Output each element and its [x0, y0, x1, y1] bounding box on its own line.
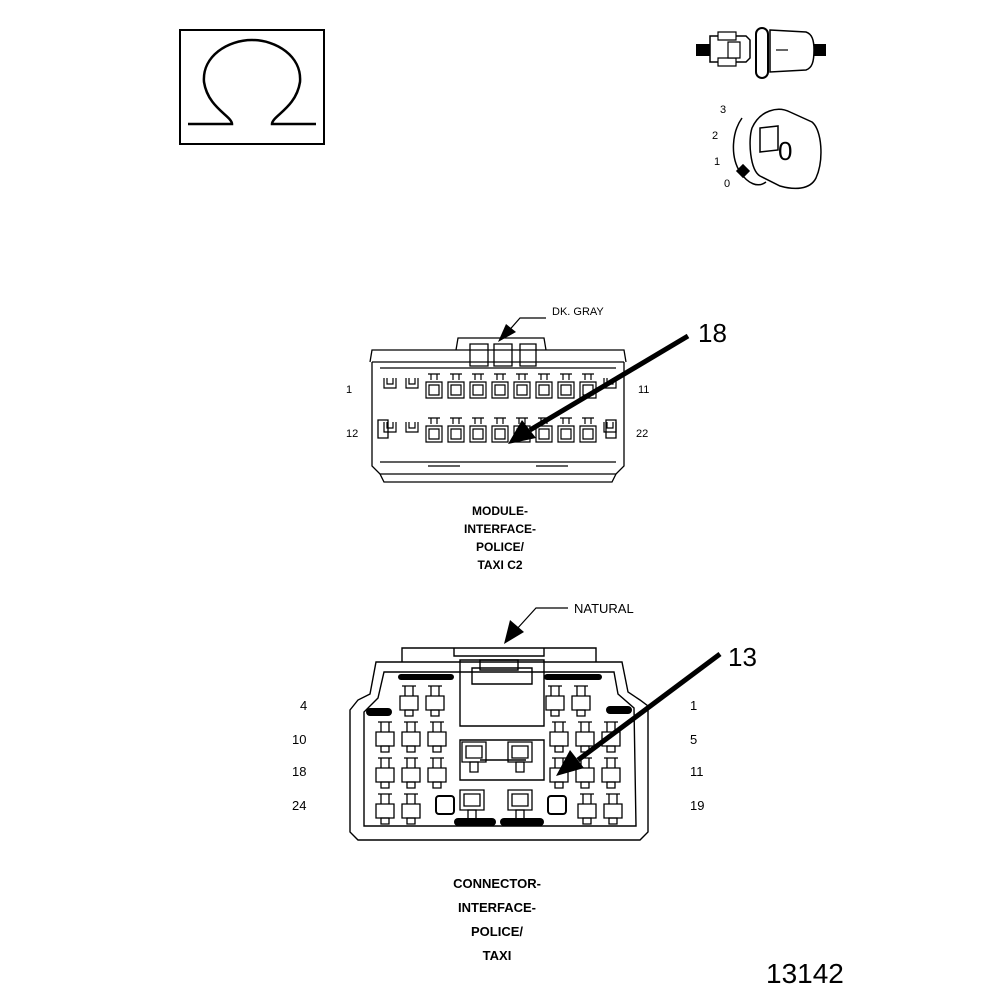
- c2-pin-label-22: 22: [636, 428, 649, 440]
- interface-pin-cavity: [400, 686, 418, 716]
- interface-center-cavity: [462, 742, 486, 772]
- interface-color-label: NATURAL: [574, 601, 634, 616]
- interface-pin-cavity: [550, 722, 568, 752]
- c2-pin-label-11: 11: [638, 384, 650, 396]
- c2-pin-cavity: [514, 374, 530, 398]
- interface-square-cavity: [548, 796, 566, 814]
- c2-caption-line: INTERFACE-: [464, 522, 536, 536]
- c2-pin-label-1: 1: [346, 384, 353, 396]
- interface-caption-line: INTERFACE-: [458, 900, 536, 915]
- key-position-1: 1: [714, 156, 721, 168]
- interface-caption-line: CONNECTOR-: [453, 876, 541, 891]
- interface-pin-cavity: [426, 686, 444, 716]
- c2-color-label: DK. GRAY: [552, 306, 604, 318]
- interface-callout-arrow: [556, 654, 720, 776]
- interface-pin-cavity: [402, 758, 420, 788]
- interface-row-label-right: 19: [690, 798, 705, 813]
- figure-number: 13142: [766, 958, 844, 989]
- c2-caption-line: MODULE-: [472, 504, 528, 518]
- interface-pin-cavity: [602, 758, 620, 788]
- interface-caption-line: TAXI: [482, 948, 512, 963]
- interface-row-label-right: 5: [690, 732, 698, 747]
- c2-pin-cavity: [492, 374, 508, 398]
- c2-caption-line: POLICE/: [475, 540, 524, 554]
- interface-pin-cavity: [546, 686, 564, 716]
- interface-center-cavity: [508, 790, 532, 820]
- interface-pin-cavity: [376, 722, 394, 752]
- interface-pin-cavity: [604, 794, 622, 824]
- interface-pin-cavity: [572, 686, 590, 716]
- c2-pin-cavities: [384, 374, 616, 442]
- key-label: 0: [778, 136, 793, 166]
- interface-row-label-left: 24: [292, 798, 307, 813]
- c2-pin-cavity: [492, 418, 508, 442]
- interface-row-label-left: 4: [300, 698, 308, 713]
- interface-pin-cavity: [402, 722, 420, 752]
- interface-pin-cavity: [376, 794, 394, 824]
- interface-latch-bars: [366, 674, 632, 826]
- c2-pin-cavity: [426, 374, 442, 398]
- interface-connector-body: [350, 648, 648, 840]
- key-position-2: 2: [712, 130, 719, 142]
- interface-color-leader: [504, 608, 568, 644]
- c2-callout-arrow: [508, 336, 688, 444]
- c2-pin-cavity: [426, 418, 442, 442]
- c2-connector-body: [370, 338, 626, 482]
- interface-row-label-left: 10: [292, 732, 307, 747]
- c2-pin-cavity: [406, 378, 418, 388]
- ohm-meter-icon: [180, 30, 324, 144]
- c2-pin-cavity: [384, 378, 396, 388]
- c2-pin-cavity: [580, 418, 596, 442]
- c2-caption-line: TAXI C2: [477, 558, 523, 572]
- c2-pin-cavity: [558, 418, 574, 442]
- interface-center-cavity: [508, 742, 532, 772]
- c2-pin-label-12: 12: [346, 428, 359, 440]
- c2-pin-cavity: [604, 422, 616, 432]
- interface-pin-cavity: [428, 758, 446, 788]
- interface-caption-line: POLICE/: [470, 924, 523, 939]
- interface-caption: CONNECTOR- INTERFACE- POLICE/ TAXI: [417, 872, 577, 968]
- c2-pin-cavity: [448, 418, 464, 442]
- interface-center-cavity: [460, 790, 484, 820]
- c2-pin-cavity: [448, 374, 464, 398]
- interface-pin-cavity: [376, 758, 394, 788]
- key-position-3: 3: [720, 104, 727, 116]
- c2-pin-cavity: [470, 418, 486, 442]
- interface-row-label-right: 1: [690, 698, 698, 713]
- interface-row-label-left: 18: [292, 764, 307, 779]
- c2-caption: MODULE- INTERFACE- POLICE/ TAXI C2: [440, 502, 560, 574]
- interface-pin-cavity: [578, 794, 596, 824]
- c2-pin-cavity: [406, 422, 418, 432]
- interface-pin-cavity: [402, 794, 420, 824]
- ignition-key-icon: [733, 109, 821, 188]
- interface-square-cavity: [436, 796, 454, 814]
- c2-pin-cavity: [470, 374, 486, 398]
- c2-callout-number: 18: [698, 318, 727, 348]
- connector-disconnect-icon: [696, 28, 826, 78]
- interface-pin-cavity: [428, 722, 446, 752]
- key-position-0: 0: [724, 178, 731, 190]
- c2-pin-cavity: [536, 374, 552, 398]
- interface-callout-number: 13: [728, 642, 757, 672]
- interface-pin-cavities: [376, 686, 622, 824]
- c2-pin-cavity: [558, 374, 574, 398]
- interface-row-label-right: 11: [690, 764, 704, 779]
- c2-pin-cavity: [384, 422, 396, 432]
